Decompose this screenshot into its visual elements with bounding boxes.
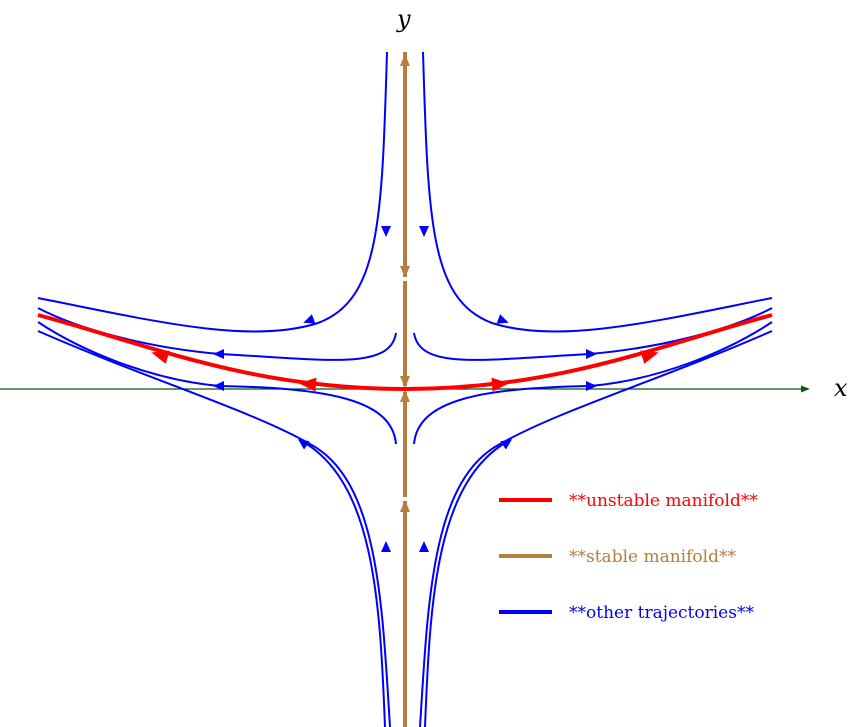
trajectory-lower-right-extra [424,439,511,727]
arrowhead [400,500,410,512]
arrowhead [381,541,391,552]
trajectory-lower-right-inner [413,321,773,445]
x-axis-label: x [834,374,848,402]
stable-manifold-arrowheads [400,54,410,512]
unstable-manifold-arrowheads [151,350,659,392]
arrowhead [586,349,597,359]
arrowhead [299,377,317,392]
trajectory-lower-left-outer [37,330,391,727]
arrowhead [213,349,224,359]
arrowhead [297,439,310,450]
arrowhead [491,377,509,392]
arrowhead [500,439,513,450]
trajectory-arrowheads [213,226,597,552]
arrowhead [400,54,410,66]
arrowhead [419,541,429,552]
trajectory-lower-right-outer [419,330,773,727]
arrowhead [400,266,410,278]
arrowhead [400,376,410,388]
arrowhead [213,381,224,391]
trajectory-lower-left-extra [299,439,386,727]
legend-stable-label: **stable manifold** [569,547,736,567]
trajectory-upper-left-outer [37,51,388,333]
arrowhead [496,314,509,324]
trajectory-upper-right-outer [422,51,773,333]
legend-other-label: **other trajectories** [569,603,754,623]
arrowhead [151,350,170,364]
legend: **unstable manifold** **stable manifold*… [499,491,758,623]
unstable-manifold [37,313,773,392]
arrowhead [381,226,391,237]
arrowhead [303,314,316,324]
arrowhead [419,226,429,237]
arrowhead [586,381,597,391]
y-axis-label: y [396,5,411,33]
trajectory-lower-left-inner [37,321,397,445]
legend-unstable-label: **unstable manifold** [569,491,758,511]
arrowhead [400,390,410,402]
arrowhead [640,350,659,364]
